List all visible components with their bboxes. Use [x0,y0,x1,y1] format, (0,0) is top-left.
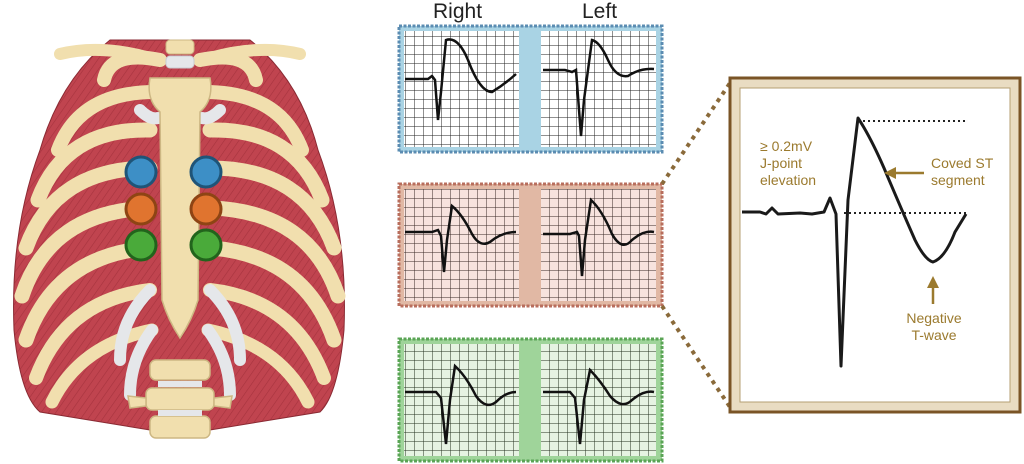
zoom-connectors [660,78,734,412]
label-left: Left [582,0,618,23]
label-right: Right [433,0,483,23]
jpoint-line3: elevation [760,172,817,188]
coved-line2: segment [931,172,985,188]
jpoint-line1: ≥ 0.2mV [760,138,813,154]
zoomed-ecg [728,76,1022,414]
electrode-icon [189,192,223,226]
ecg-trace [543,197,655,277]
ecg-trace [742,116,968,368]
ecg-trace [405,38,517,121]
electrode-icon [124,192,158,226]
arrow-icon [884,167,924,179]
ecg-trace [543,38,655,137]
ecg-panel-blue [397,24,664,154]
ecg-panel-green [397,337,664,463]
electrode-icon [124,228,158,262]
ecg-trace [405,363,517,445]
electrode-icon [189,228,223,262]
negt-line2: T-wave [911,327,957,343]
ecg-trace [405,203,517,273]
electrode-icon [124,155,158,189]
electrode-icon [189,155,223,189]
ecg-panel-red [397,182,664,308]
ecg-trace [543,367,655,445]
negative-t-annotation: Negative T-wave [904,310,964,344]
arrow-icon [927,276,939,304]
negt-line1: Negative [906,310,962,326]
electrodes [124,155,223,262]
sternum [148,77,212,340]
chest-illustration [13,39,346,439]
coved-annotation: Coved ST segment [931,155,993,189]
coved-line1: Coved ST [931,155,994,171]
jpoint-annotation: ≥ 0.2mV J-point elevation [760,138,816,189]
jpoint-line2: J-point [760,155,803,171]
